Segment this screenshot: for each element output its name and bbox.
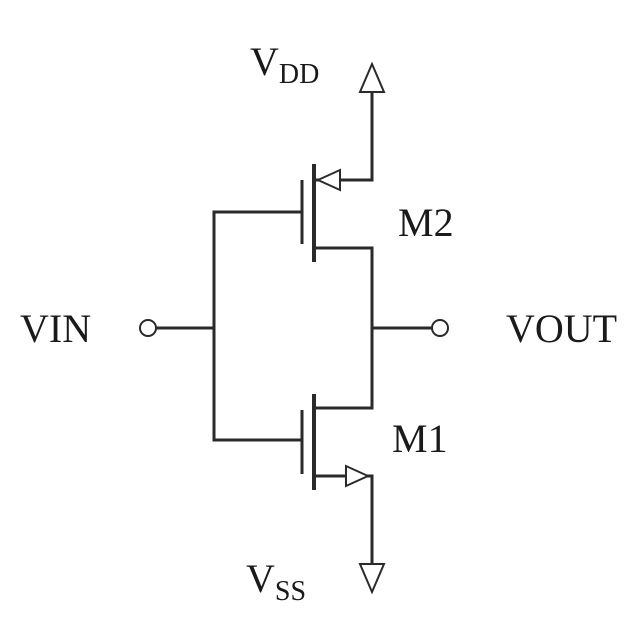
vin-label: VIN bbox=[20, 306, 91, 351]
vss-arrow-down bbox=[358, 563, 386, 595]
m1-label: M1 bbox=[392, 416, 448, 461]
transistor-m1: M1 bbox=[212, 394, 448, 490]
vout-label: VOUT bbox=[506, 306, 617, 351]
vss-supply: VSS bbox=[246, 474, 386, 607]
input-network: VIN bbox=[20, 210, 216, 442]
vout-terminal bbox=[431, 319, 449, 337]
vdd-arrow-up bbox=[358, 61, 386, 93]
m2-label: M2 bbox=[398, 200, 454, 245]
vin-terminal bbox=[139, 319, 157, 337]
vdd-supply: VDD bbox=[250, 39, 386, 182]
vdd-label: VDD bbox=[250, 39, 319, 90]
transistor-m2: M2 bbox=[212, 164, 454, 262]
output-network: VOUT bbox=[370, 246, 617, 410]
m2-source-arrow bbox=[315, 168, 341, 192]
m1-source-arrow bbox=[345, 464, 371, 488]
vss-label: VSS bbox=[246, 556, 306, 607]
